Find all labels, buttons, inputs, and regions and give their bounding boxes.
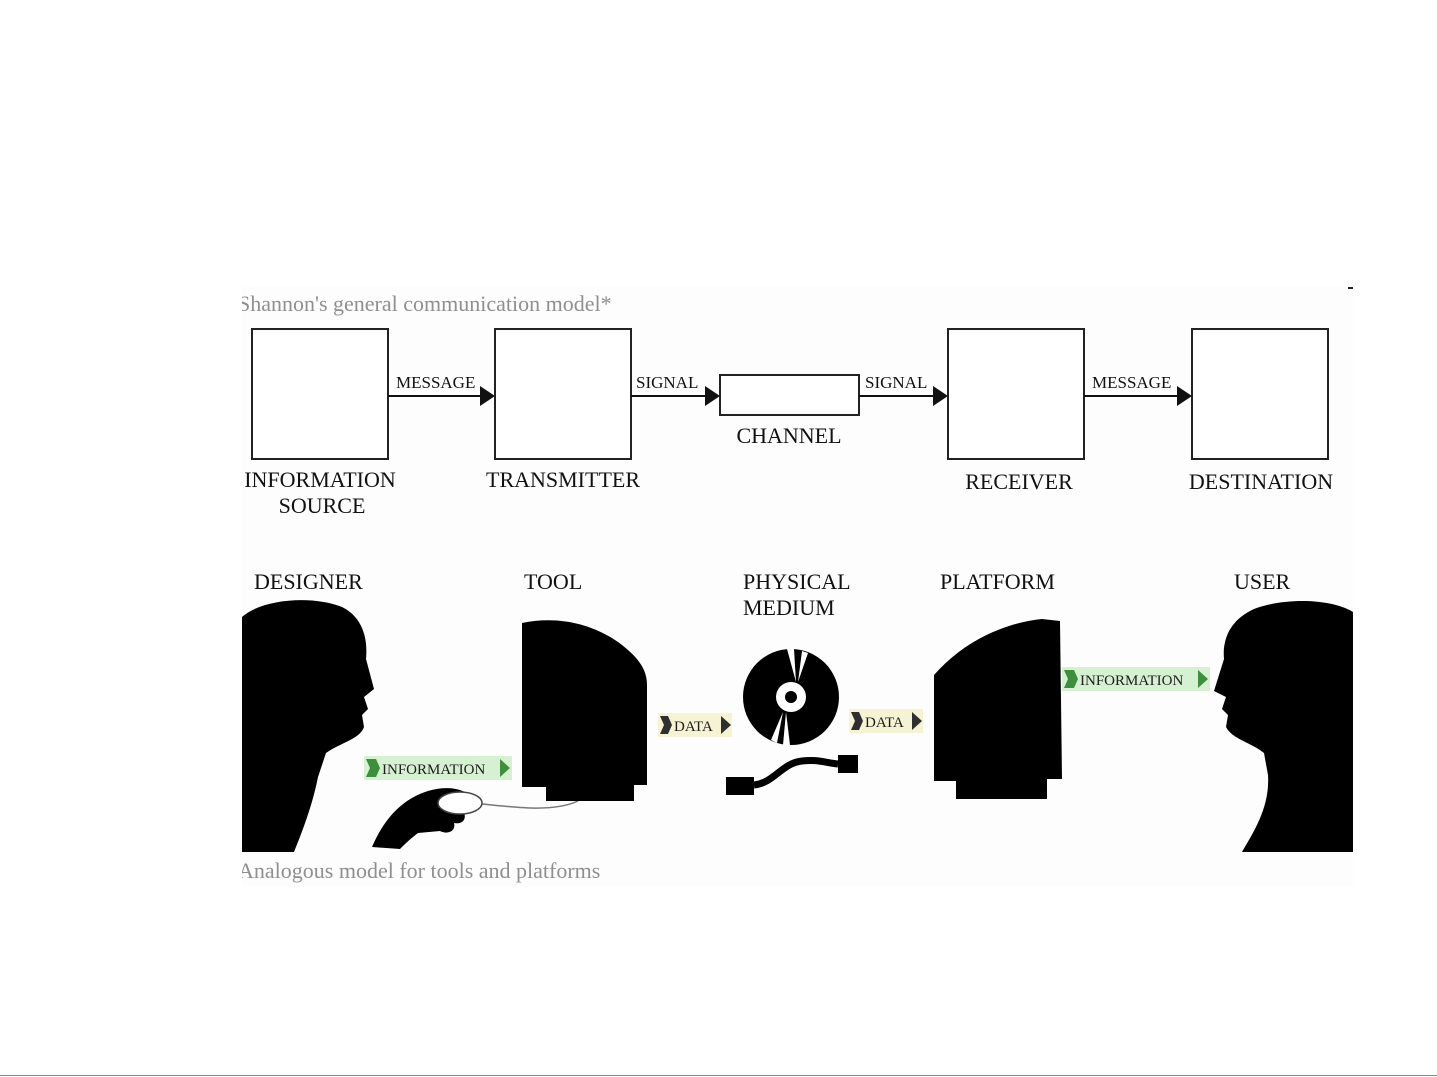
information-flow-2: INFORMATION xyxy=(1062,667,1210,691)
user-edge-silhouette xyxy=(1350,647,1353,687)
mouse-icon xyxy=(438,792,482,814)
information-flow-2-label: INFORMATION xyxy=(1080,673,1184,689)
user-silhouette xyxy=(1214,601,1353,852)
platform-monitor-icon xyxy=(934,619,1062,799)
destination-box xyxy=(1192,329,1328,459)
channel-label: CHANNEL xyxy=(736,423,841,448)
crop-mark-top xyxy=(1348,287,1353,289)
receiver-box xyxy=(948,329,1084,459)
message-label-1: MESSAGE xyxy=(396,373,475,392)
designer-silhouette xyxy=(242,600,374,852)
data-flow-1: DATA xyxy=(658,713,732,737)
diagram-canvas: Shannon's general communication model* M… xyxy=(242,287,1353,887)
tool-monitor-icon xyxy=(522,620,647,801)
receiver-label: RECEIVER xyxy=(965,469,1073,494)
signal-label-2: SIGNAL xyxy=(865,373,927,392)
transmitter-label: TRANSMITTER xyxy=(486,467,640,492)
platform-label: PLATFORM xyxy=(940,569,1055,594)
communication-model-figure: Shannon's general communication model* M… xyxy=(242,287,1353,887)
information-source-label-line1: INFORMATION xyxy=(244,467,396,492)
physical-medium-label-line1: PHYSICAL xyxy=(743,569,851,594)
physical-medium-label-line2: MEDIUM xyxy=(743,595,835,620)
message-label-2: MESSAGE xyxy=(1092,373,1171,392)
shannon-caption: Shannon's general communication model* xyxy=(242,291,612,316)
mouse-cable xyxy=(474,801,578,808)
analogous-caption: Analogous model for tools and platforms xyxy=(242,858,600,883)
cable-icon xyxy=(726,755,858,795)
data-flow-2-label: DATA xyxy=(865,715,904,731)
user-label: USER xyxy=(1234,569,1291,594)
signal-label-1: SIGNAL xyxy=(636,373,698,392)
information-flow-1-label: INFORMATION xyxy=(382,762,486,778)
information-flow-1: INFORMATION xyxy=(364,756,512,780)
transmitter-box xyxy=(495,329,631,459)
designer-label: DESIGNER xyxy=(254,569,363,594)
tool-label: TOOL xyxy=(524,569,582,594)
data-flow-1-label: DATA xyxy=(674,719,713,735)
data-flow-2: DATA xyxy=(849,709,923,733)
channel-box xyxy=(720,375,859,415)
information-source-label-line2: SOURCE xyxy=(279,493,366,518)
cd-disc-icon xyxy=(743,649,839,745)
information-source-box xyxy=(252,329,388,459)
bottom-border xyxy=(0,1075,1437,1076)
destination-label: DESTINATION xyxy=(1189,469,1333,494)
